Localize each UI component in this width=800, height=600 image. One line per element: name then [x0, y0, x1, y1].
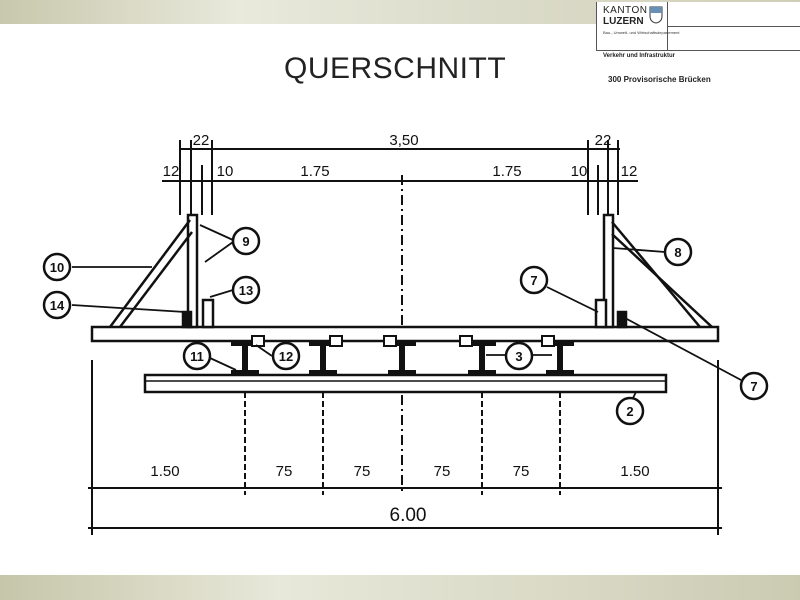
- dim-left-outer: 12: [163, 163, 180, 180]
- clamp-box-1: [251, 335, 265, 347]
- leader-7a: [546, 286, 599, 313]
- callout-circle-2: [615, 396, 645, 426]
- canton-logo-block: KANTON LUZERN Bau-, Umwelt- und Wirtscha…: [596, 2, 800, 51]
- clamp-box-3: [383, 335, 397, 347]
- deck-plank: [90, 325, 720, 343]
- callout-circle-8: [663, 237, 693, 267]
- callout-circle-10: [42, 252, 72, 282]
- callout-label-7-bottom: 7: [750, 379, 757, 394]
- dim-overall-width: 3,50: [389, 132, 418, 149]
- leader-11: [209, 357, 237, 371]
- callout-circle-12: [271, 341, 301, 371]
- coat-of-arms-icon: [649, 6, 663, 24]
- dim-left-inner: 10: [217, 163, 234, 180]
- dim-bottom-segment-6: 1.50: [620, 463, 649, 480]
- leader-9a: [199, 224, 234, 241]
- dim-right-outer: 12: [621, 163, 638, 180]
- clamp-box-4: [459, 335, 473, 347]
- cross-girder: [143, 373, 668, 394]
- dim-bottom-segment-3: 75: [354, 463, 371, 480]
- callout-circle-11: [182, 341, 212, 371]
- dim-bottom-segment-4: 75: [434, 463, 451, 480]
- leader-7b: [624, 317, 742, 381]
- callout-circle-14: [42, 290, 72, 320]
- leader-12: [255, 344, 273, 357]
- dim-bottom-segment-1: 1.50: [150, 463, 179, 480]
- callout-circle-13: [231, 275, 261, 305]
- logo-kanton-text: KANTON: [603, 5, 648, 16]
- dim-left-half: 1.75: [300, 163, 329, 180]
- logo-luzern-text: LUZERN: [603, 16, 644, 27]
- callout-label-11: 11: [190, 349, 204, 364]
- sub-department-label: Verkehr und Infrastruktur: [603, 53, 676, 59]
- right-railing: [594, 213, 713, 329]
- callout-label-3: 3: [515, 349, 522, 364]
- leader-9b: [204, 241, 234, 263]
- dim-left-curb: 22: [193, 132, 210, 149]
- callout-label-7-top: 7: [530, 273, 537, 288]
- clamp-box-5: [541, 335, 555, 347]
- callout-circle-7-bottom: [739, 371, 769, 401]
- dim-right-half: 1.75: [492, 163, 521, 180]
- callout-circle-9: [231, 226, 261, 256]
- dim-bottom-segment-2: 75: [276, 463, 293, 480]
- dim-right-inner: 10: [571, 163, 588, 180]
- document-title: 300 Provisorische Brücken: [608, 75, 711, 84]
- callout-label-12: 12: [279, 349, 293, 364]
- clamp-box-2: [329, 335, 343, 347]
- leader-8: [612, 247, 666, 253]
- leader-14: [71, 304, 186, 313]
- left-railing: [108, 213, 215, 329]
- callout-circle-3: [504, 341, 534, 371]
- leader-13: [209, 289, 234, 298]
- dim-right-curb: 22: [595, 132, 612, 149]
- callout-label-8: 8: [674, 245, 681, 260]
- callout-label-13: 13: [239, 283, 253, 298]
- dim-bottom-segment-5: 75: [513, 463, 530, 480]
- dim-bottom-overall: 6.00: [390, 505, 427, 526]
- callout-label-14: 14: [50, 298, 65, 313]
- callout-label-10: 10: [50, 260, 64, 275]
- callout-label-2: 2: [626, 404, 633, 419]
- callout-label-9: 9: [242, 234, 249, 249]
- logo-divider: [667, 26, 800, 27]
- page-title: QUERSCHNITT: [284, 52, 507, 85]
- logo-department-text: Bau-, Umwelt- und Wirtschaftsdepartement: [603, 30, 680, 35]
- i-beam-1: [231, 340, 259, 376]
- i-beam-4: [468, 340, 496, 376]
- i-beam-5: [546, 340, 574, 376]
- bottom-decorative-band: [0, 575, 800, 600]
- callout-circle-7-top: [519, 265, 549, 295]
